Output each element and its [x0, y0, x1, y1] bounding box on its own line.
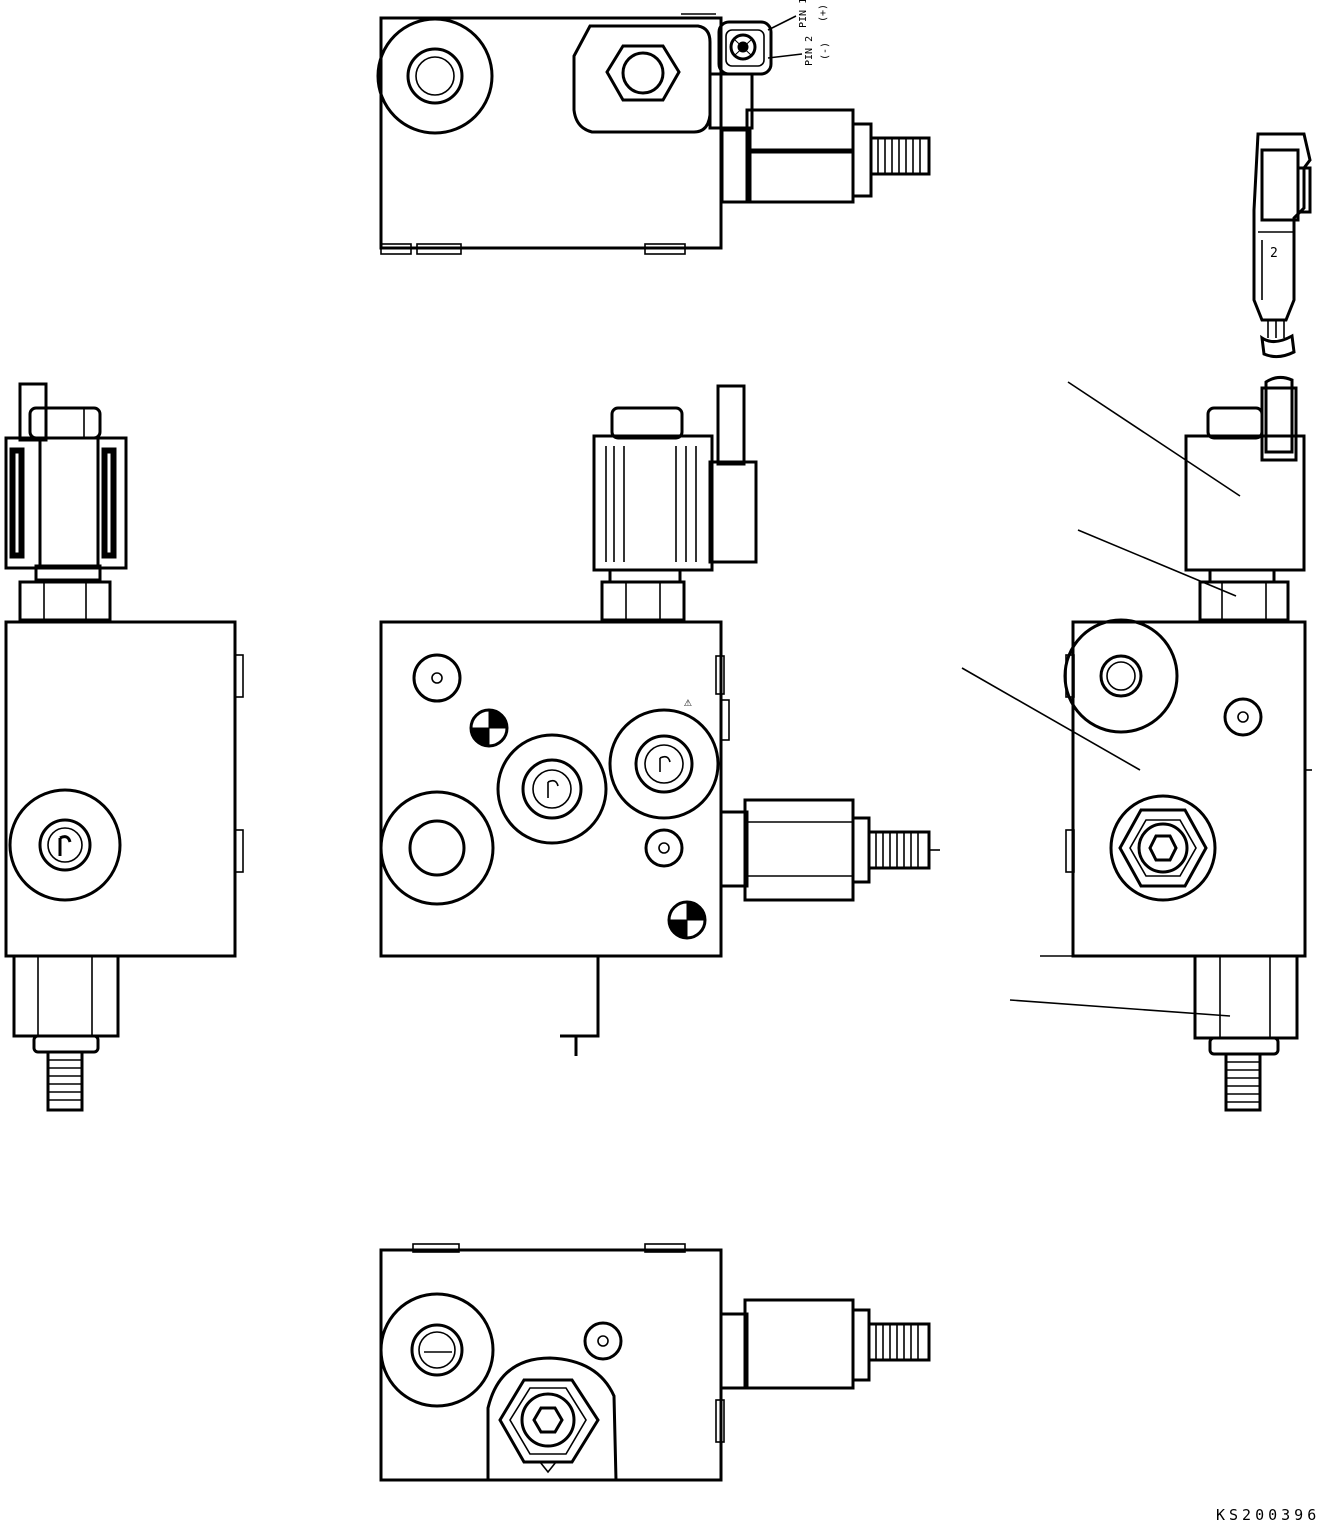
- leader-lines: [961, 381, 1241, 1017]
- front-view: ⚠: [379, 384, 940, 1056]
- pin-2-label: PIN 2: [804, 36, 815, 66]
- top-view: [376, 13, 931, 255]
- pin-2-sign: (-): [820, 42, 831, 60]
- pin-1-sign: (+): [818, 4, 829, 22]
- connector-number: 2: [1270, 246, 1278, 261]
- left-view: [4, 382, 244, 1112]
- connector-detail: [1252, 132, 1312, 454]
- svg-text:PIN 2: PIN 2: [804, 36, 815, 66]
- pin-1-label: PIN 1: [798, 0, 809, 28]
- svg-text:(-): (-): [820, 42, 831, 60]
- svg-text:(+): (+): [818, 4, 829, 22]
- svg-text:PIN 1: PIN 1: [798, 0, 809, 28]
- svg-text:⚠: ⚠: [684, 695, 692, 710]
- mass-center-symbol: [469, 708, 509, 748]
- right-view: [1040, 386, 1312, 1112]
- mass-center-symbol: [667, 900, 707, 940]
- bottom-view: [379, 1243, 931, 1482]
- drawing-code: KS200396: [1216, 1506, 1320, 1524]
